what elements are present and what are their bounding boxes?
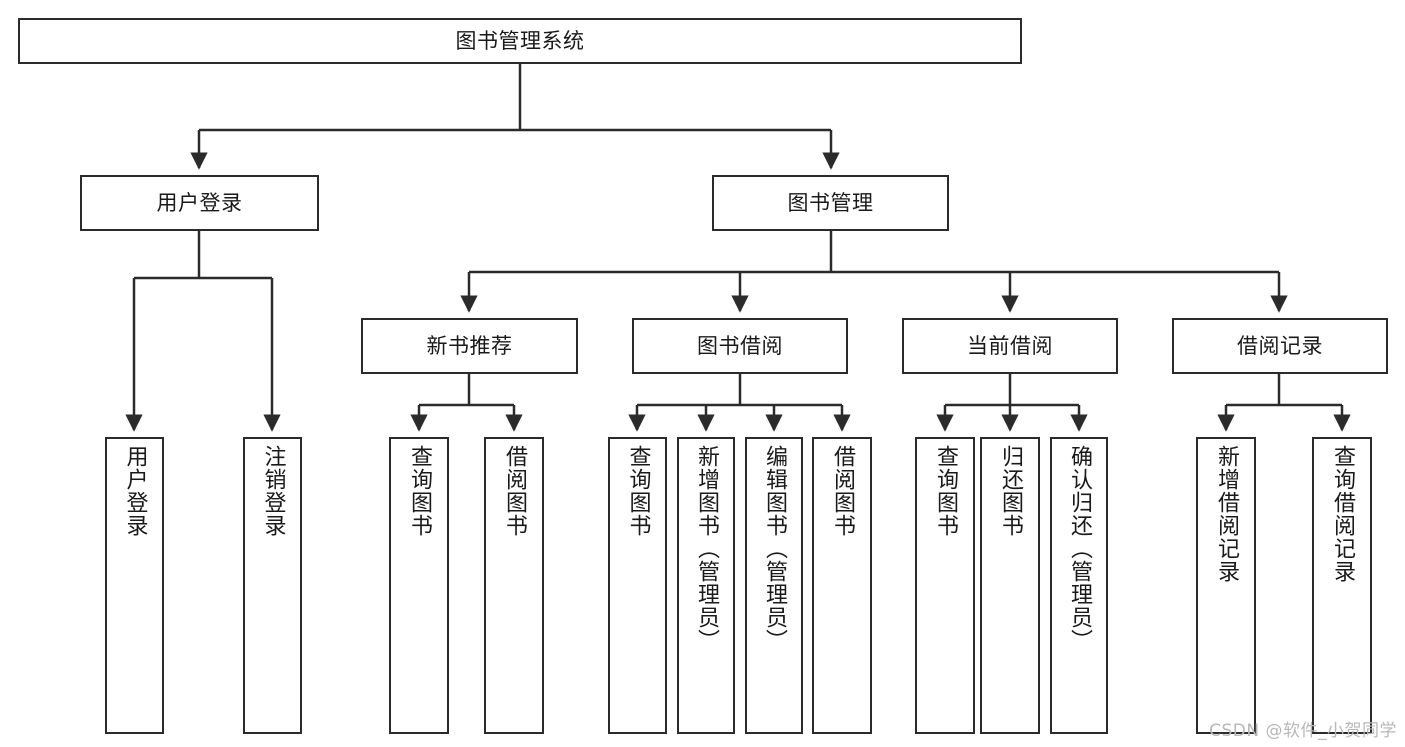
node-user-login[interactable]: 用户登录	[80, 175, 319, 231]
leaf-new-book-query-book[interactable]: 查询图书	[389, 437, 449, 734]
node-label: 图书管理	[787, 190, 874, 215]
leaf-user-login-login[interactable]: 用户登录	[105, 437, 164, 734]
leaf-current-borrow-query-book[interactable]: 查询图书	[915, 437, 975, 734]
leaf-book-borrow-edit-book-admin[interactable]: 编辑图书（管理员）	[745, 437, 803, 734]
node-label: 图书管理系统	[455, 28, 585, 53]
node-borrow-record[interactable]: 借阅记录	[1172, 318, 1388, 374]
node-new-book-recommend[interactable]: 新书推荐	[361, 318, 578, 374]
node-label: 新增图书（管理员）	[693, 445, 719, 652]
node-label: 新增借阅记录	[1213, 445, 1239, 583]
leaf-book-borrow-add-book-admin[interactable]: 新增图书（管理员）	[677, 437, 735, 734]
node-label: 当前借阅	[967, 333, 1053, 358]
node-label: 注销登录	[260, 445, 286, 537]
node-root-book-management-system[interactable]: 图书管理系统	[18, 18, 1022, 64]
leaf-user-login-logout[interactable]: 注销登录	[243, 437, 302, 734]
node-label: 确认归还（管理员）	[1066, 445, 1092, 652]
node-book-management[interactable]: 图书管理	[712, 175, 949, 231]
leaf-current-borrow-return-book[interactable]: 归还图书	[980, 437, 1040, 734]
node-label: 查询图书	[625, 445, 651, 537]
node-label: 用户登录	[122, 445, 148, 537]
node-label: 查询借阅记录	[1329, 445, 1355, 583]
node-label: 查询图书	[406, 445, 432, 537]
leaf-book-borrow-query-book[interactable]: 查询图书	[608, 437, 667, 734]
node-current-borrow[interactable]: 当前借阅	[902, 318, 1118, 374]
node-label: 借阅图书	[501, 445, 527, 537]
leaf-current-borrow-confirm-return-admin[interactable]: 确认归还（管理员）	[1050, 437, 1108, 734]
node-label: 借阅图书	[829, 445, 855, 537]
node-label: 新书推荐	[426, 333, 513, 358]
leaf-book-borrow-borrow-book[interactable]: 借阅图书	[812, 437, 872, 734]
node-label: 编辑图书（管理员）	[761, 445, 787, 652]
leaf-borrow-record-query-record[interactable]: 查询借阅记录	[1312, 437, 1372, 734]
node-label: 图书借阅	[697, 333, 783, 358]
node-book-borrow[interactable]: 图书借阅	[632, 318, 848, 374]
node-label: 借阅记录	[1237, 333, 1323, 358]
leaf-new-book-borrow-book[interactable]: 借阅图书	[484, 437, 544, 734]
leaf-borrow-record-add-record[interactable]: 新增借阅记录	[1196, 437, 1256, 734]
node-label: 查询图书	[932, 445, 958, 537]
watermark-text: CSDN @软件_小贺同学	[1209, 721, 1397, 741]
node-label: 用户登录	[156, 190, 243, 215]
node-label: 归还图书	[997, 445, 1023, 537]
